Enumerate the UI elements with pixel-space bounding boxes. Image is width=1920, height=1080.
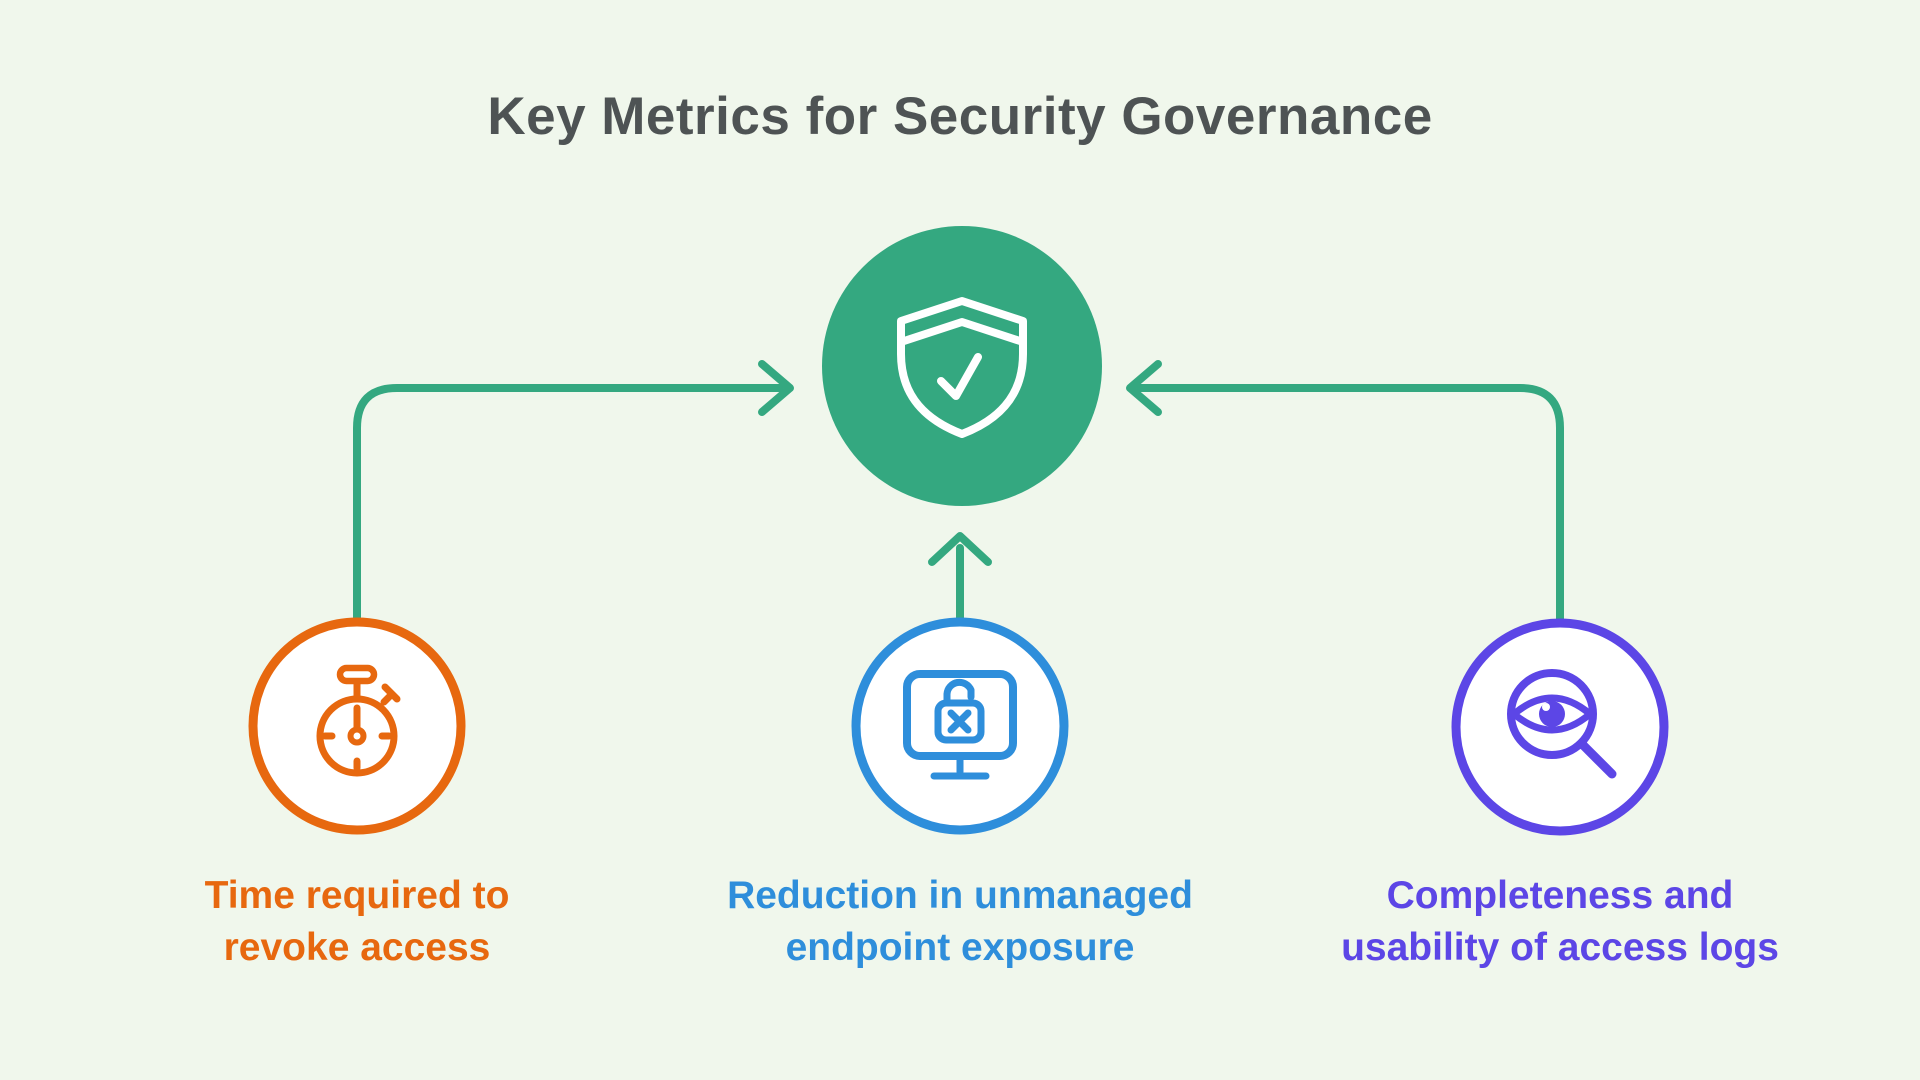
node-endpoint-exposure (851, 617, 1069, 835)
shield-band (897, 318, 1027, 346)
node-label-revoke-time: Time required to revoke access (37, 870, 677, 974)
eye-outline (1510, 694, 1594, 734)
shield-check-icon (897, 297, 1027, 438)
monitor-lock-icon (903, 670, 1017, 780)
node-access-logs (1451, 618, 1669, 836)
monitor-screen (903, 670, 1017, 760)
arrowhead-up-icon (928, 532, 992, 566)
shield-checkmark (937, 353, 982, 400)
eye-magnifier-icon (1507, 669, 1617, 779)
label-line: Completeness and (1386, 874, 1734, 917)
label-line: Time required to (204, 874, 510, 917)
connector-lines (353, 360, 1564, 624)
node-label-endpoint-exposure: Reduction in unmanaged endpoint exposure (640, 870, 1280, 974)
stopwatch-crown-cap (381, 683, 401, 703)
lock-body (934, 699, 985, 744)
node-revoke-time (248, 617, 466, 835)
shield-outline (897, 297, 1027, 438)
magnifier-handle (1578, 740, 1617, 779)
lock-x-mark (947, 709, 972, 734)
connector-left (353, 384, 784, 624)
label-line: revoke access (223, 926, 491, 969)
eye-pupil-highlight (1542, 703, 1550, 711)
label-line: usability of access logs (1341, 926, 1779, 969)
stopwatch-icon (316, 664, 401, 777)
arrowhead-right-icon (758, 360, 794, 416)
node-label-access-logs: Completeness and usability of access log… (1240, 870, 1880, 974)
label-line: endpoint exposure (785, 926, 1135, 969)
lock-open-shackle (943, 678, 975, 707)
connector-right (1136, 384, 1564, 624)
label-line: Reduction in unmanaged (727, 874, 1193, 917)
center-node (822, 226, 1102, 506)
center-circle (822, 226, 1102, 506)
arrowhead-left-icon (1126, 360, 1162, 416)
page-title: Key Metrics for Security Governance (487, 87, 1433, 146)
